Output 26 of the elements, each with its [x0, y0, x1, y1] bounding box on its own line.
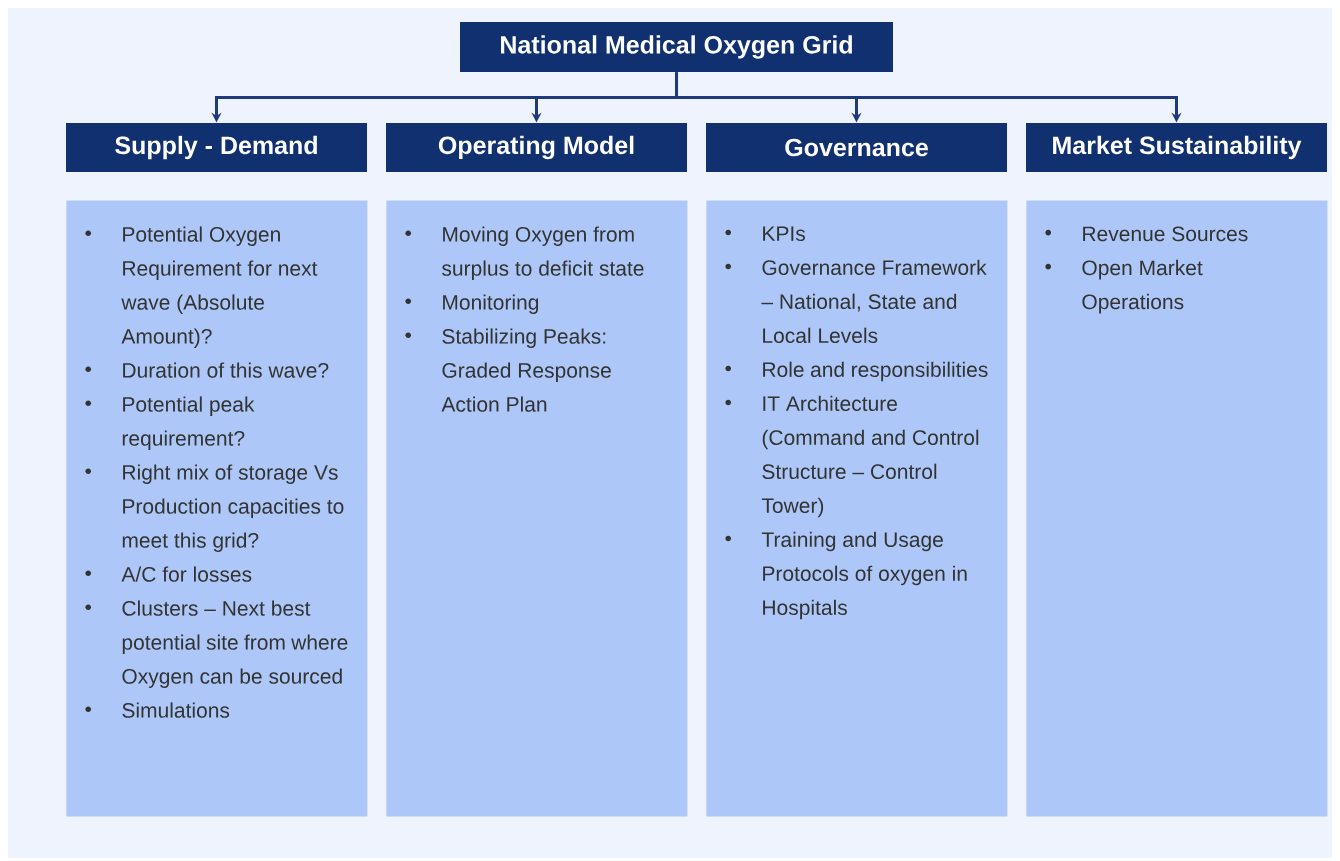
bullet-item: Duration of this wave?	[123, 362, 329, 378]
bullet-item: Potential peak requirement?	[122, 396, 255, 450]
header-box: Governance	[706, 123, 1007, 172]
bullet-item: Training and Usage Protocols of oxygen in Hospitals	[761, 531, 967, 620]
bullet-item: Role and responsibilities	[763, 361, 988, 382]
header-box: Market Sustainability	[1026, 123, 1327, 172]
bullet-item: Revenue Sources	[1083, 226, 1248, 242]
content-panel	[706, 200, 1008, 817]
bullet-item: A/C for losses	[121, 566, 252, 582]
title-box: National Medical Oxygen Grid	[460, 22, 893, 72]
bullet-item: Governance Framework – National, State and Local Levels	[761, 259, 987, 344]
bullet-item: Simulations	[122, 702, 230, 718]
bullet-item: Moving Oxygen from surplus to deficit state	[442, 226, 644, 280]
bullet-item: Clusters – Next best potential site from where Oxygen can be sourced	[122, 600, 348, 688]
bullet-item: IT Architecture (Command and Control Structure – Control Tower)	[761, 395, 979, 518]
bullet-item: Open Market Operations	[1082, 259, 1203, 314]
bullet-item: Potential Oxygen Requirement for next wave (Absolute Amount)?	[121, 226, 318, 348]
header-box: Supply - Demand	[66, 123, 367, 172]
content-panel	[1026, 200, 1328, 817]
bullet-item: Right mix of storage Vs Production capacities to meet this grid?	[122, 464, 344, 552]
bullet-item: KPIs	[763, 226, 805, 242]
bullet-item: Stabilizing Peaks: Graded Response Action Plan	[441, 328, 611, 412]
content-panel	[386, 200, 688, 817]
content-panel	[66, 200, 368, 817]
bullet-item: Monitoring	[443, 294, 539, 314]
header-box: Operating Model	[386, 123, 687, 172]
